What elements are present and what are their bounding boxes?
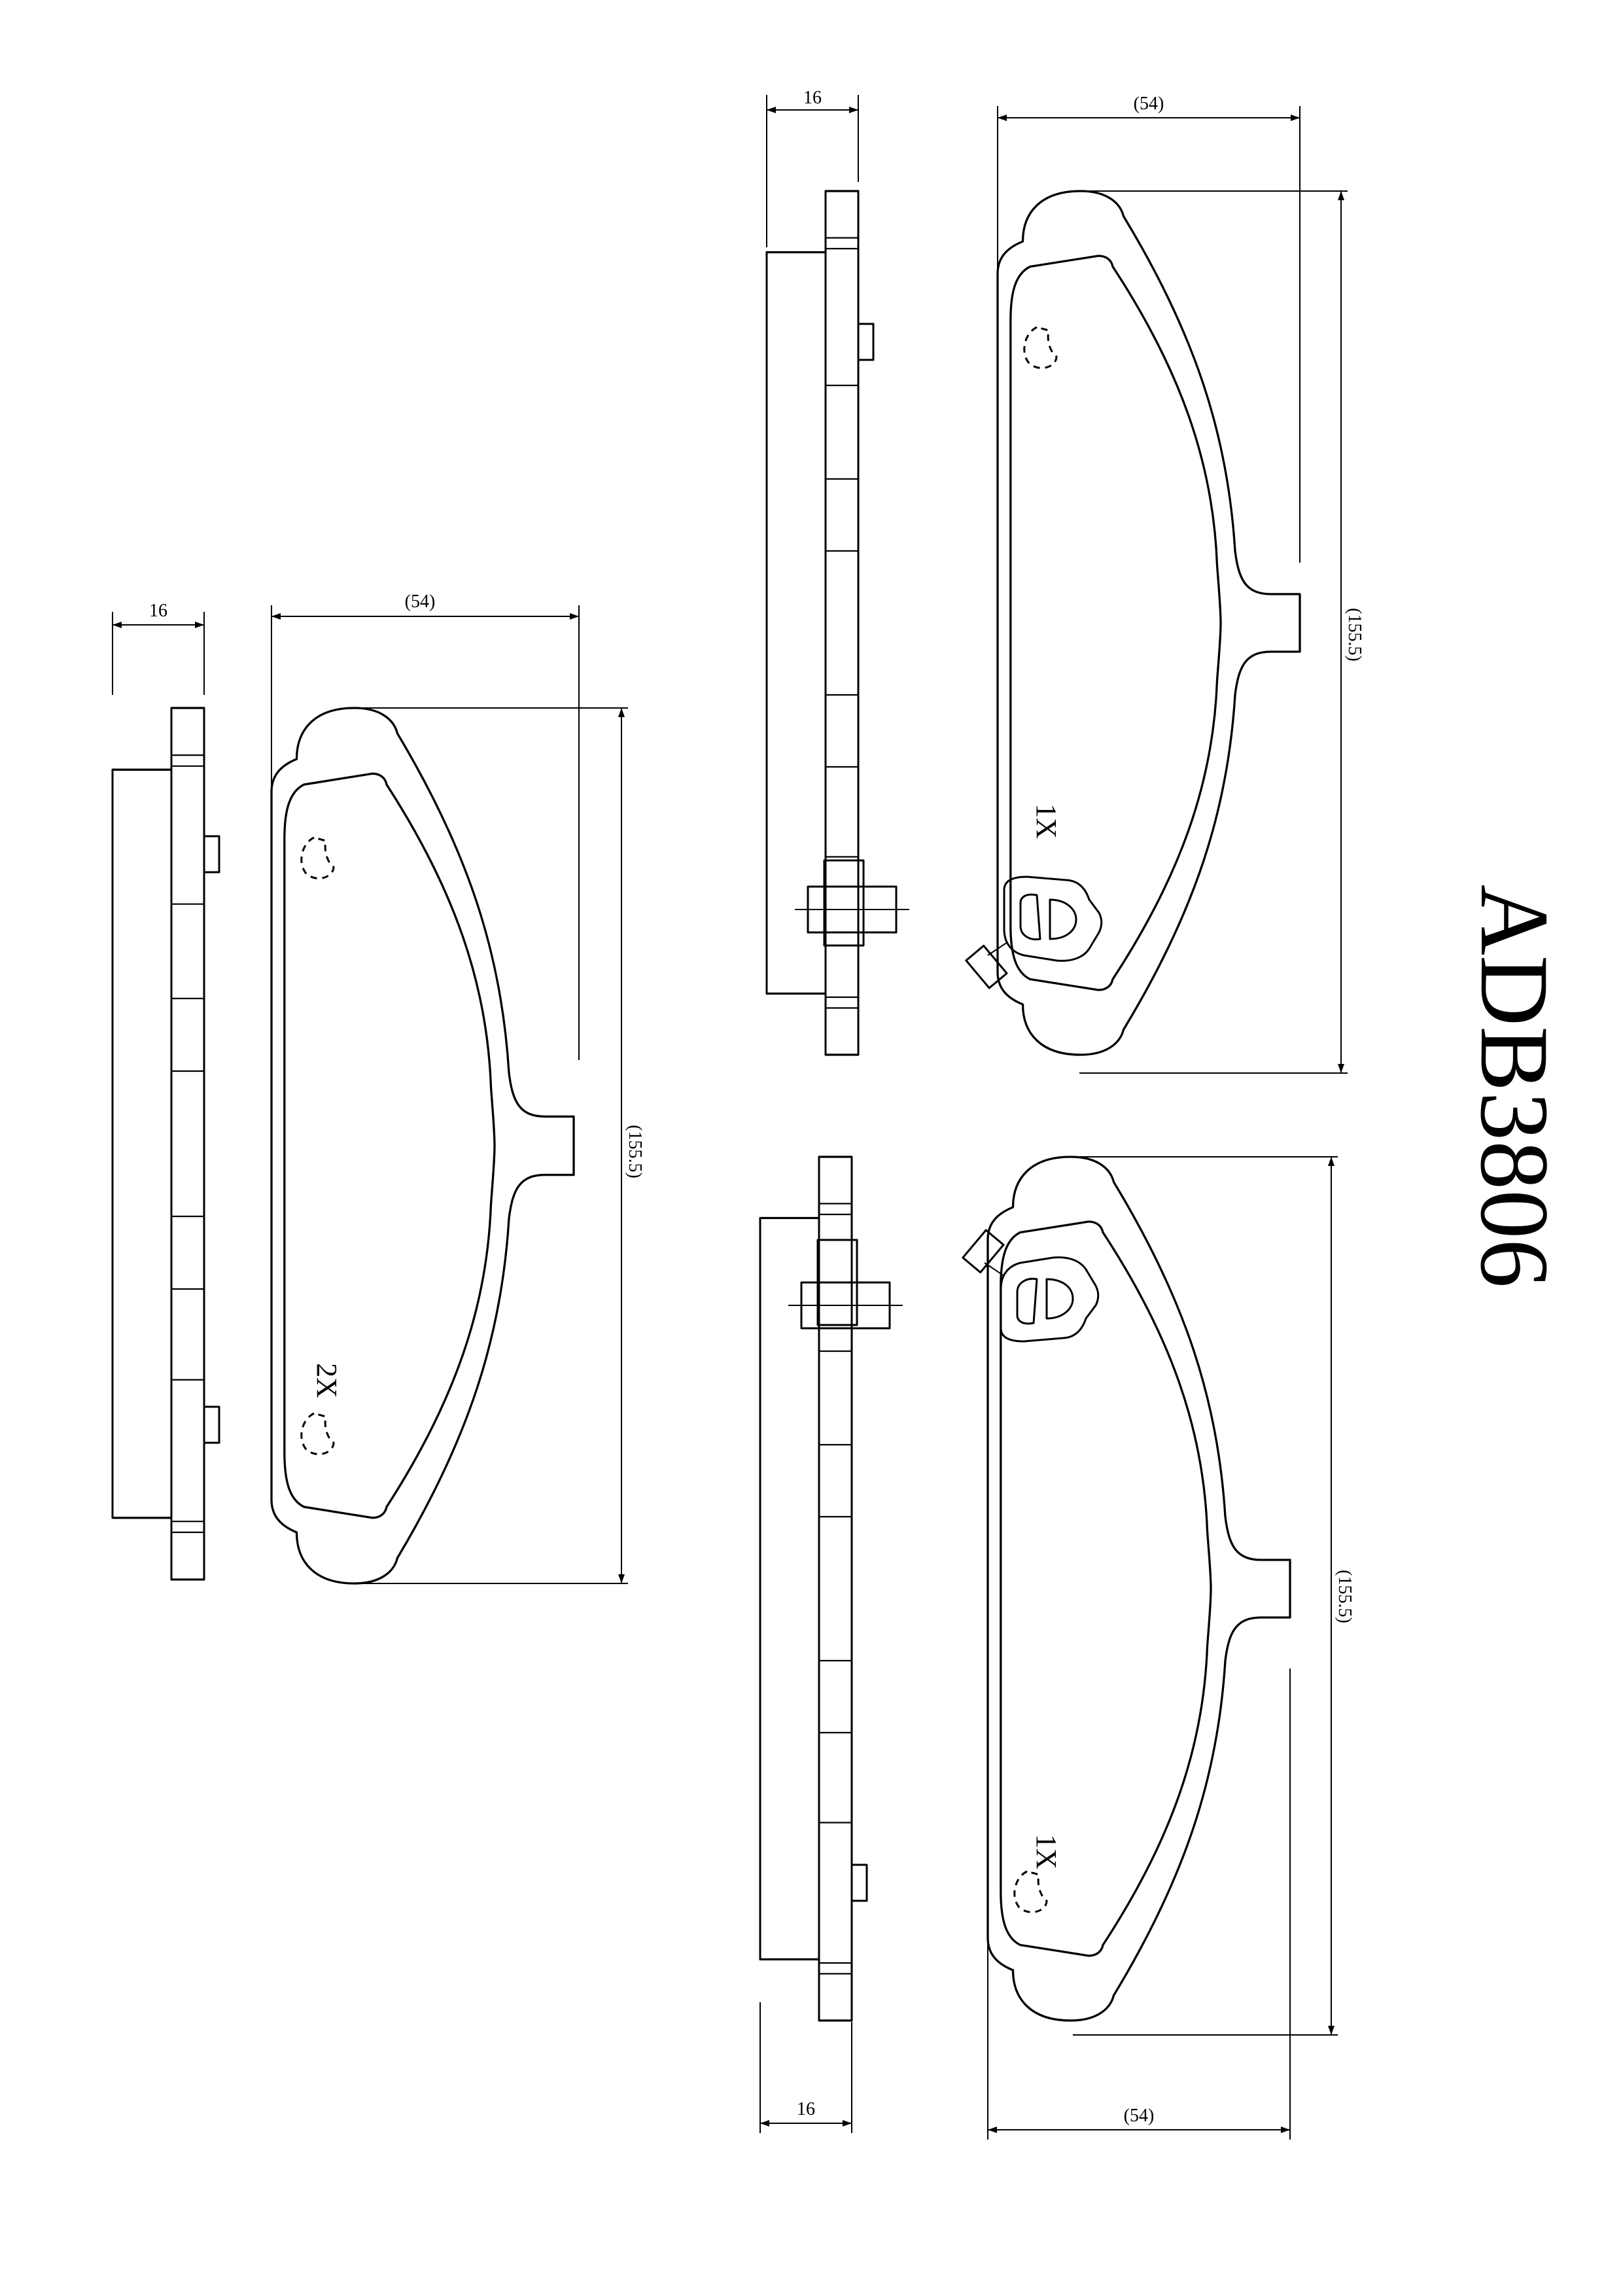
outer-pad-top-drawing: 16 1X (54) (155.5) [765, 88, 1365, 1074]
outer-pad-top-face-view: 1X [965, 190, 1301, 1056]
inner-pad-thickness-dimension: 16 [112, 601, 205, 695]
outer-pad-top-wear-sensor-icon [965, 875, 1103, 989]
inner-pad-drawing: 16 2X (54) (155.5) [111, 592, 645, 1585]
outer-pad-bottom-drawing: 16 1X (54) (155.5) [759, 1156, 1355, 2140]
part-number-title: ADB3806 [1460, 885, 1569, 1288]
inner-pad-side-view [111, 707, 220, 1581]
outer-pad-bottom-side-view [759, 1156, 903, 2022]
outer-pad-top-width-label: (54) [1134, 94, 1164, 114]
outer-pad-top-side-view [765, 190, 909, 1056]
inner-pad-clip-hole-top-icon [300, 836, 335, 879]
outer-pad-top-width-dimension: (54) [997, 94, 1300, 563]
inner-pad-length-dimension: (155.5) [357, 707, 645, 1584]
inner-pad-quantity-label: 2X [311, 1363, 343, 1398]
inner-pad-length-label: (155.5) [625, 1125, 645, 1178]
outer-pad-bottom-clip-hole-icon [1013, 1870, 1048, 1913]
inner-pad-width-label: (54) [405, 592, 436, 612]
outer-pad-bottom-wear-sensor-icon [962, 1229, 1100, 1343]
outer-pad-bottom-thickness-dimension: 16 [759, 2002, 852, 2133]
outer-pad-bottom-width-dimension: (54) [987, 1669, 1291, 2140]
outer-pad-bottom-face-view: 1X [962, 1156, 1291, 2022]
outer-pad-bottom-width-label: (54) [1124, 2106, 1155, 2126]
outer-pad-bottom-length-label: (155.5) [1335, 1570, 1355, 1623]
inner-pad-face-view: 2X [270, 707, 575, 1585]
outer-pad-top-length-dimension: (155.5) [1079, 190, 1365, 1074]
outer-pad-bottom-length-dimension: (155.5) [1073, 1156, 1355, 2036]
outer-pad-bottom-thickness-label: 16 [797, 2099, 815, 2119]
inner-pad-width-dimension: (54) [271, 592, 580, 1060]
outer-pad-top-thickness-dimension: 16 [766, 88, 859, 247]
outer-pad-top-clip-hole-icon [1023, 326, 1058, 369]
outer-pad-bottom-quantity-label: 1X [1030, 1834, 1062, 1869]
inner-pad-thickness-label: 16 [149, 601, 167, 621]
outer-pad-top-thickness-label: 16 [803, 88, 822, 108]
outer-pad-top-length-label: (155.5) [1344, 608, 1365, 662]
inner-pad-clip-hole-bottom-icon [300, 1412, 335, 1455]
outer-pad-top-quantity-label: 1X [1030, 804, 1062, 839]
